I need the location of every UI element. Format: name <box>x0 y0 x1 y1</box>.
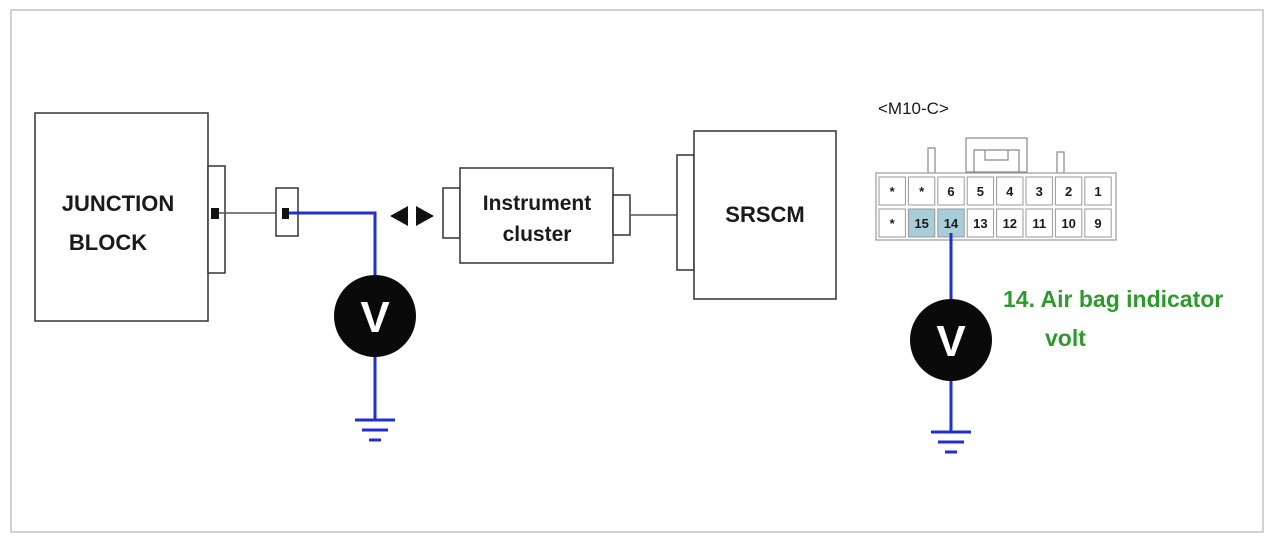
connector-pin-label: 13 <box>973 216 987 231</box>
instrument-cluster-connector-right <box>612 194 631 236</box>
connector-pin-grid: * * 6 5 4 3 2 1 * 15 14 13 12 11 10 9 <box>878 176 1112 238</box>
junction-block: JUNCTION BLOCK <box>34 112 226 322</box>
annotation-line1: 14. Air bag indicator <box>1003 286 1223 312</box>
connector-pin-label: * <box>890 184 896 199</box>
connector-pin-cell <box>907 176 936 206</box>
instrument-cluster-label-line1: Instrument <box>483 192 592 215</box>
voltmeter-right: V <box>910 299 992 381</box>
connector-pin-cell <box>996 176 1024 206</box>
junction-block-label-line1: JUNCTION <box>62 191 174 216</box>
connector-pin-cell <box>966 208 995 238</box>
srscm-connector <box>676 154 695 271</box>
ground-symbol-left-icon <box>355 418 395 442</box>
connector-pin-label: 6 <box>947 184 954 199</box>
connector-pin-cell <box>1084 208 1112 238</box>
diagram-frame <box>10 9 1264 533</box>
junction-block-terminal <box>211 208 219 219</box>
connector-pin-label: 11 <box>1032 216 1046 231</box>
connector-pin-label: 9 <box>1094 216 1101 231</box>
instrument-cluster: Instrument cluster <box>442 167 631 264</box>
junction-block-connector <box>207 165 226 274</box>
connector-m10c: * * 6 5 4 3 2 1 * 15 14 13 12 11 10 9 <box>875 137 1117 241</box>
connector-pin-label: 3 <box>1036 184 1043 199</box>
connector-pin-label: * <box>890 216 896 231</box>
annotation-line2: volt <box>1045 325 1086 351</box>
connector-pin-label: 2 <box>1065 184 1072 199</box>
connector-pin-label: 4 <box>1006 184 1014 199</box>
voltmeter-symbol: V <box>360 293 390 342</box>
connector-pin-cell <box>1054 208 1083 238</box>
srscm-label: SRSCM <box>725 202 804 227</box>
srscm: SRSCM <box>676 130 837 300</box>
connector-pin-cell <box>1084 176 1112 206</box>
voltmeter-left: V <box>334 275 416 357</box>
junction-block-label-line2: BLOCK <box>69 230 147 255</box>
connector-pin-label: 12 <box>1003 216 1017 231</box>
ground-symbol-right-icon <box>931 430 971 454</box>
junction-block-body <box>34 112 209 322</box>
instrument-cluster-label-line2: cluster <box>503 223 572 246</box>
bidirectional-arrows-icon <box>390 206 434 226</box>
connector-pin-cell <box>996 208 1024 238</box>
connector-name: <M10-C> <box>878 99 949 118</box>
connector-pin-label: 1 <box>1094 184 1101 199</box>
connector-pin-label: 10 <box>1061 216 1075 231</box>
connector-lock-tab <box>965 137 1028 173</box>
probe-wire-left <box>289 211 377 276</box>
inline-connector-terminal <box>282 208 289 219</box>
connector-guide-post-right <box>1056 151 1065 174</box>
connector-pin-cell <box>878 208 906 238</box>
connector-pin-label: 14 <box>944 216 959 231</box>
connector-pin-cell <box>907 208 936 238</box>
connector-pin-label: 5 <box>977 184 984 199</box>
connector-pin-cell <box>937 208 965 238</box>
connector-pin-cell <box>937 176 965 206</box>
connector-pin-cell <box>1025 208 1053 238</box>
connector-guide-post-left <box>927 147 936 174</box>
instrument-cluster-body <box>459 167 614 264</box>
instrument-cluster-connector-left <box>442 187 461 239</box>
connector-pin-cell <box>1054 176 1083 206</box>
voltmeter-circle <box>334 275 416 357</box>
voltmeter-symbol: V <box>936 317 966 366</box>
connector-pin-cell <box>966 176 995 206</box>
connector-pin-label: * <box>919 184 925 199</box>
connector-pin-cell <box>878 176 906 206</box>
voltmeter-circle <box>910 299 992 381</box>
srscm-body <box>693 130 837 300</box>
connector-pin-cell <box>1025 176 1053 206</box>
connector-pin-label: 15 <box>914 216 928 231</box>
